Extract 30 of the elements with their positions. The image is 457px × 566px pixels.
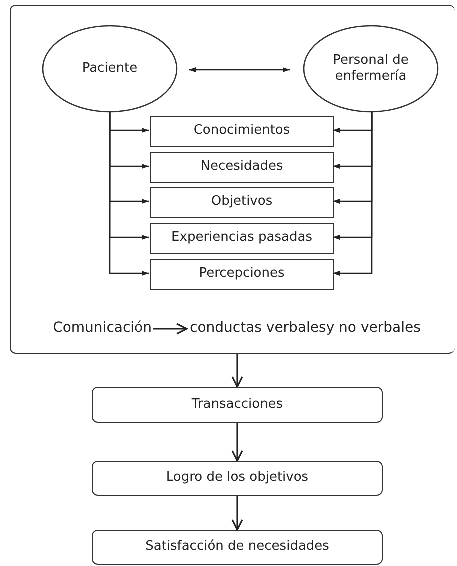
ellipse-node <box>303 25 439 113</box>
ellipse-node <box>42 25 178 113</box>
arrow <box>333 112 373 276</box>
text-label: Comunicación <box>53 320 152 338</box>
process-box <box>92 461 383 496</box>
group-frame <box>10 5 455 354</box>
node-label: Paciente <box>82 60 138 78</box>
node-label: Transacciones <box>192 396 284 414</box>
node-label: Necesidades <box>200 159 284 176</box>
node-label: Experiencias pasadas <box>172 230 312 247</box>
node-label: Conocimientos <box>194 123 290 140</box>
factor-box <box>150 152 334 183</box>
factor-box <box>150 187 334 218</box>
node-label: Personal de enfermería <box>332 52 410 86</box>
factor-box <box>150 223 334 254</box>
arrow <box>232 496 244 531</box>
node-label: Logro de los objetivos <box>166 470 309 487</box>
arrow <box>232 423 244 462</box>
node-label: Objetivos <box>211 194 273 211</box>
node-label: Satisfacción de necesidades <box>146 539 330 556</box>
factor-box <box>150 259 334 290</box>
arrow <box>189 68 290 72</box>
arrow <box>232 354 244 388</box>
process-box <box>92 530 383 565</box>
node-label: Percepciones <box>199 266 285 283</box>
arrow <box>153 323 188 335</box>
factor-box <box>150 116 334 147</box>
arrow <box>109 112 149 276</box>
text-label: conductas verbalesy no verbales <box>190 320 421 338</box>
process-box <box>92 387 383 423</box>
